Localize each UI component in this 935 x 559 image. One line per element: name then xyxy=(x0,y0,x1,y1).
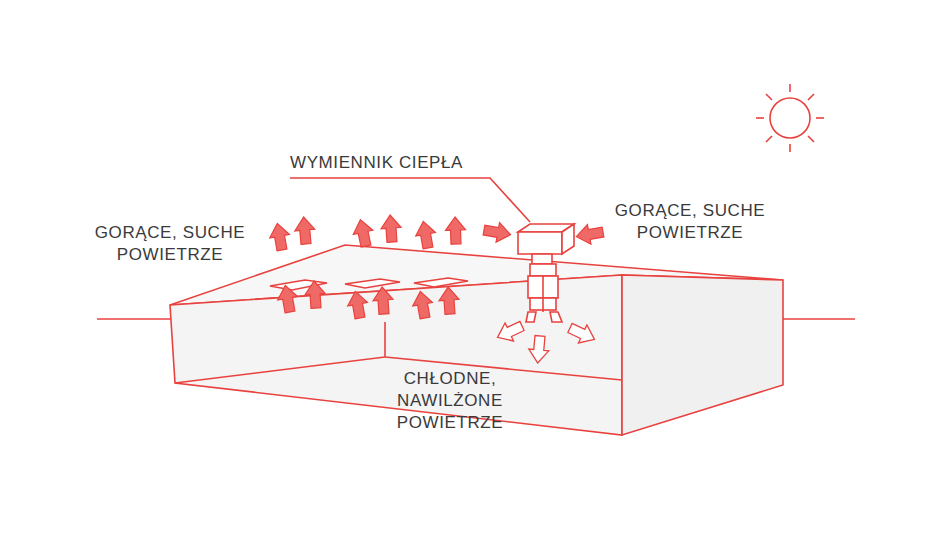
horizon-line xyxy=(783,318,855,320)
air-label: GORĄCE, SUCHE POWIETRZE xyxy=(80,222,260,266)
hot-air-arrow xyxy=(267,214,604,319)
cool-air-arrow xyxy=(493,317,598,364)
sun-symbol xyxy=(756,84,824,152)
roof-vent xyxy=(270,278,468,290)
callout-label: WYMIENNIK CIEPŁA xyxy=(290,152,490,174)
building-outline xyxy=(170,245,783,435)
air-label: GORĄCE, SUCHE POWIETRZE xyxy=(600,200,780,244)
horizon-line xyxy=(97,318,172,320)
leader-line xyxy=(290,178,530,222)
heat-exchanger xyxy=(518,224,574,322)
air-label: CHŁODNE, NAWILŻONE POWIETRZE xyxy=(385,368,515,434)
